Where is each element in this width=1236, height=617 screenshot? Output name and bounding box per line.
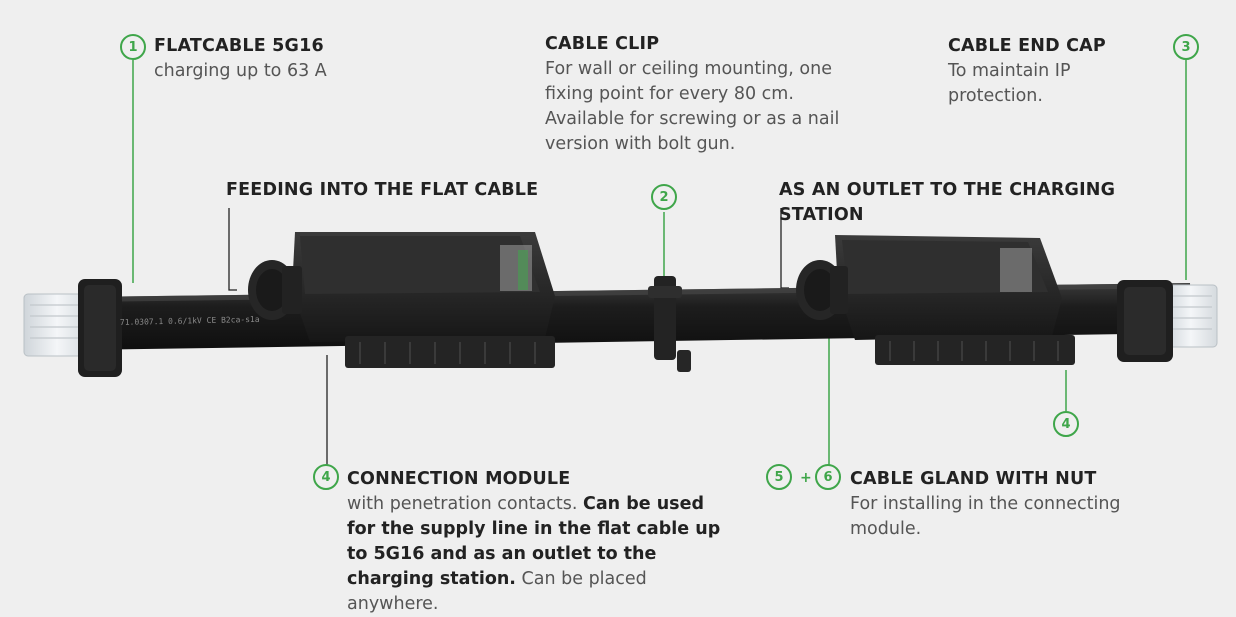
connection-module-title: CONNECTION MODULE [347, 469, 571, 489]
end-cap-label: CABLE END CAP To maintain IP protection. [948, 34, 1168, 109]
callout-number-4-right: 4 [1053, 411, 1079, 437]
flatcable-label: FLATCABLE 5G16 charging up to 63 A [154, 34, 454, 84]
plus-sign: + [800, 470, 812, 486]
callout-number-6: 6 [815, 464, 841, 490]
connection-module-desc-bold: Can be used for the supply line in the f… [347, 494, 721, 589]
cable-clip-title: CABLE CLIP [545, 34, 660, 54]
callout-number-4: 4 [313, 464, 339, 490]
callout-number-2: 2 [651, 184, 677, 210]
feeding-label: FEEDING INTO THE FLAT CABLE [226, 178, 546, 203]
cable-gland-title: CABLE GLAND WITH NUT [850, 469, 1097, 489]
leader-lines-dark [228, 208, 789, 465]
connection-module-desc-end: Can be placed anywhere. [347, 569, 647, 614]
left-end-connector [23, 279, 122, 377]
cable-clip-label: CABLE CLIP For wall or ceiling mounting,… [545, 32, 865, 157]
connection-module-desc-start: with penetration contacts. [347, 494, 584, 514]
right-cable-gland [796, 260, 848, 320]
callout-number-3: 3 [1173, 34, 1199, 60]
outlet-title: AS AN OUTLET TO THE CHARGING STATION [779, 180, 1116, 225]
cable-gland-label: CABLE GLAND WITH NUT For installing in t… [850, 467, 1130, 542]
cable-print-text: 71.0307.1 0.6/1kV CE B2ca-s1a [120, 315, 260, 327]
end-cap-title: CABLE END CAP [948, 36, 1106, 56]
left-cable-gland [248, 260, 302, 320]
end-cap-desc: To maintain IP protection. [948, 61, 1071, 106]
cable-clip-desc: For wall or ceiling mounting, one fixing… [545, 59, 840, 154]
right-end-cap [1117, 280, 1218, 362]
cable-clip [648, 276, 691, 372]
left-connection-module [292, 232, 555, 368]
connection-module-label: CONNECTION MODULE with penetration conta… [347, 467, 727, 617]
callout-number-1: 1 [120, 34, 146, 60]
cable-gland-desc: For installing in the connecting module. [850, 494, 1121, 539]
feeding-title: FEEDING INTO THE FLAT CABLE [226, 180, 539, 200]
flatcable-title: FLATCABLE 5G16 [154, 36, 324, 56]
callout-number-5: 5 [766, 464, 792, 490]
outlet-label: AS AN OUTLET TO THE CHARGING STATION [779, 178, 1199, 228]
right-connection-module [835, 235, 1075, 365]
flatcable-desc: charging up to 63 A [154, 61, 327, 81]
